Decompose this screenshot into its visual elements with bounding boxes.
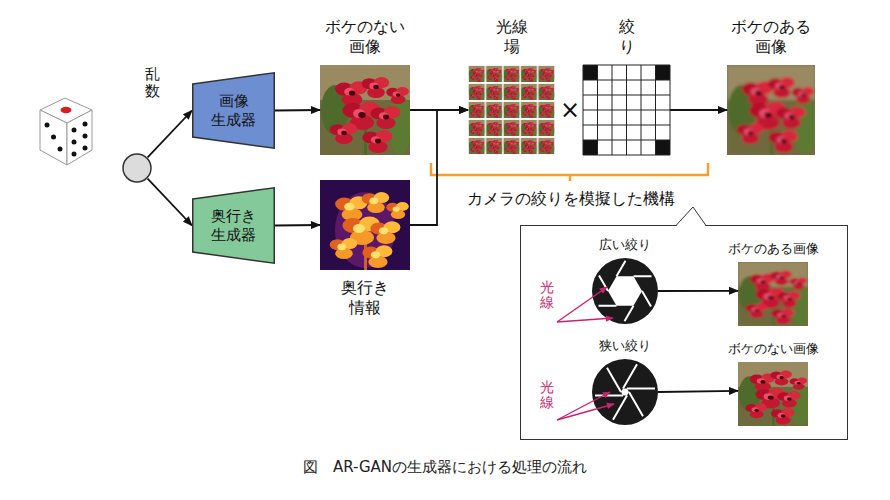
text-holder: 狭い絞り: [599, 338, 651, 354]
aperture-frame: 狭い絞り: [592, 359, 658, 425]
image-frame: ボケのない画像: [738, 362, 808, 426]
generator-block: 奥行き 生成器: [192, 187, 275, 264]
trapezoid-shape: [193, 73, 275, 149]
callout-pointer-edge: [676, 207, 706, 226]
connector-arrow: [410, 110, 468, 225]
callout-panel: カメラの絞りを模擬した機構広い絞りボケのある画像狭い絞りボケのない画像: [520, 225, 848, 440]
bracket: [431, 163, 708, 181]
image-frame: 奥行き 情報: [320, 180, 410, 270]
connector-arrow: [148, 179, 192, 226]
sharp-photo: [320, 65, 412, 155]
text-holder: 光線: [540, 280, 554, 311]
image-frame: ボケのない 画像: [320, 65, 410, 155]
multiply-sign: ×: [560, 95, 580, 125]
text-holder: ボケのない 画像: [325, 17, 405, 57]
callout-border-gap: [677, 225, 705, 228]
image-frame: ボケのある 画像: [727, 65, 815, 155]
generator-block: 画像 生成器: [192, 72, 275, 149]
image-frame: 絞 り: [583, 65, 670, 155]
figure-caption: 図 AR-GANの生成器における処理の流れ: [303, 458, 587, 477]
light-field-grid: [468, 65, 555, 155]
callout-pointer-fill: [676, 207, 706, 227]
connector-arrow: [658, 391, 738, 392]
image-frame: 光線 場: [468, 65, 555, 155]
text-holder: ボケのある画像: [728, 241, 819, 257]
random-seed-circle: 乱数: [122, 153, 152, 183]
connector-arrow: [670, 109, 727, 111]
circle-shape: [123, 154, 151, 182]
image-heading: ボケのある 画像: [731, 17, 811, 57]
closed-aperture-icon: [592, 359, 658, 425]
text-holder: 光線: [540, 380, 554, 411]
text-holder: 光線 場: [496, 17, 528, 57]
image-heading: 絞 り: [619, 17, 635, 57]
small-sharp-photo: [738, 362, 810, 426]
text-holder: ボケのない画像: [728, 341, 819, 357]
ray-label: 光線: [540, 280, 554, 311]
depth-map: [320, 180, 410, 270]
aperture-heading: 広い絞り: [599, 237, 651, 253]
ray-label: 光線: [540, 380, 554, 411]
text-holder: ボケのある 画像: [731, 17, 811, 57]
image-heading: ボケのある画像: [728, 241, 819, 257]
text-holder: 奥行き 生成器: [192, 187, 275, 264]
mechanism-label: カメラの絞りを模擬した機構: [467, 189, 675, 209]
aperture-heading: 狭い絞り: [599, 338, 651, 354]
image-heading: 奥行き 情報: [341, 278, 389, 318]
circle-outline: [122, 153, 152, 183]
small-bokeh-photo: [738, 262, 810, 326]
text-holder: 図 AR-GANの生成器における処理の流れ: [303, 458, 587, 477]
text-holder: カメラの絞りを模擬した機構: [467, 189, 675, 209]
image-heading: ボケのない 画像: [325, 17, 405, 57]
text-holder: 広い絞り: [599, 237, 651, 253]
dice-icon: [40, 98, 92, 165]
text-holder: 乱数: [145, 66, 160, 99]
ray-arrows: [557, 287, 614, 420]
aperture-grid: [583, 65, 670, 155]
block-label: 画像 生成器: [211, 92, 256, 130]
text-holder: ×: [560, 95, 580, 125]
connector-arrow: [275, 224, 320, 226]
trapezoid-shape: [193, 188, 275, 264]
image-frame: ボケのある画像: [738, 262, 808, 326]
connector-arrow: [275, 109, 320, 111]
text-holder: 奥行き 情報: [341, 278, 389, 318]
text-holder: 絞 り: [619, 17, 635, 57]
image-heading: ボケのない画像: [728, 341, 819, 357]
connector-arrow: [148, 111, 192, 158]
bokeh-photo: [727, 65, 817, 155]
input-label: 乱数: [145, 66, 160, 99]
aperture-frame: 広い絞り: [592, 258, 658, 324]
block-label: 奥行き 生成器: [211, 207, 256, 245]
image-heading: 光線 場: [496, 17, 528, 57]
text-holder: 画像 生成器: [192, 72, 275, 149]
connector-arrow: [658, 290, 738, 292]
